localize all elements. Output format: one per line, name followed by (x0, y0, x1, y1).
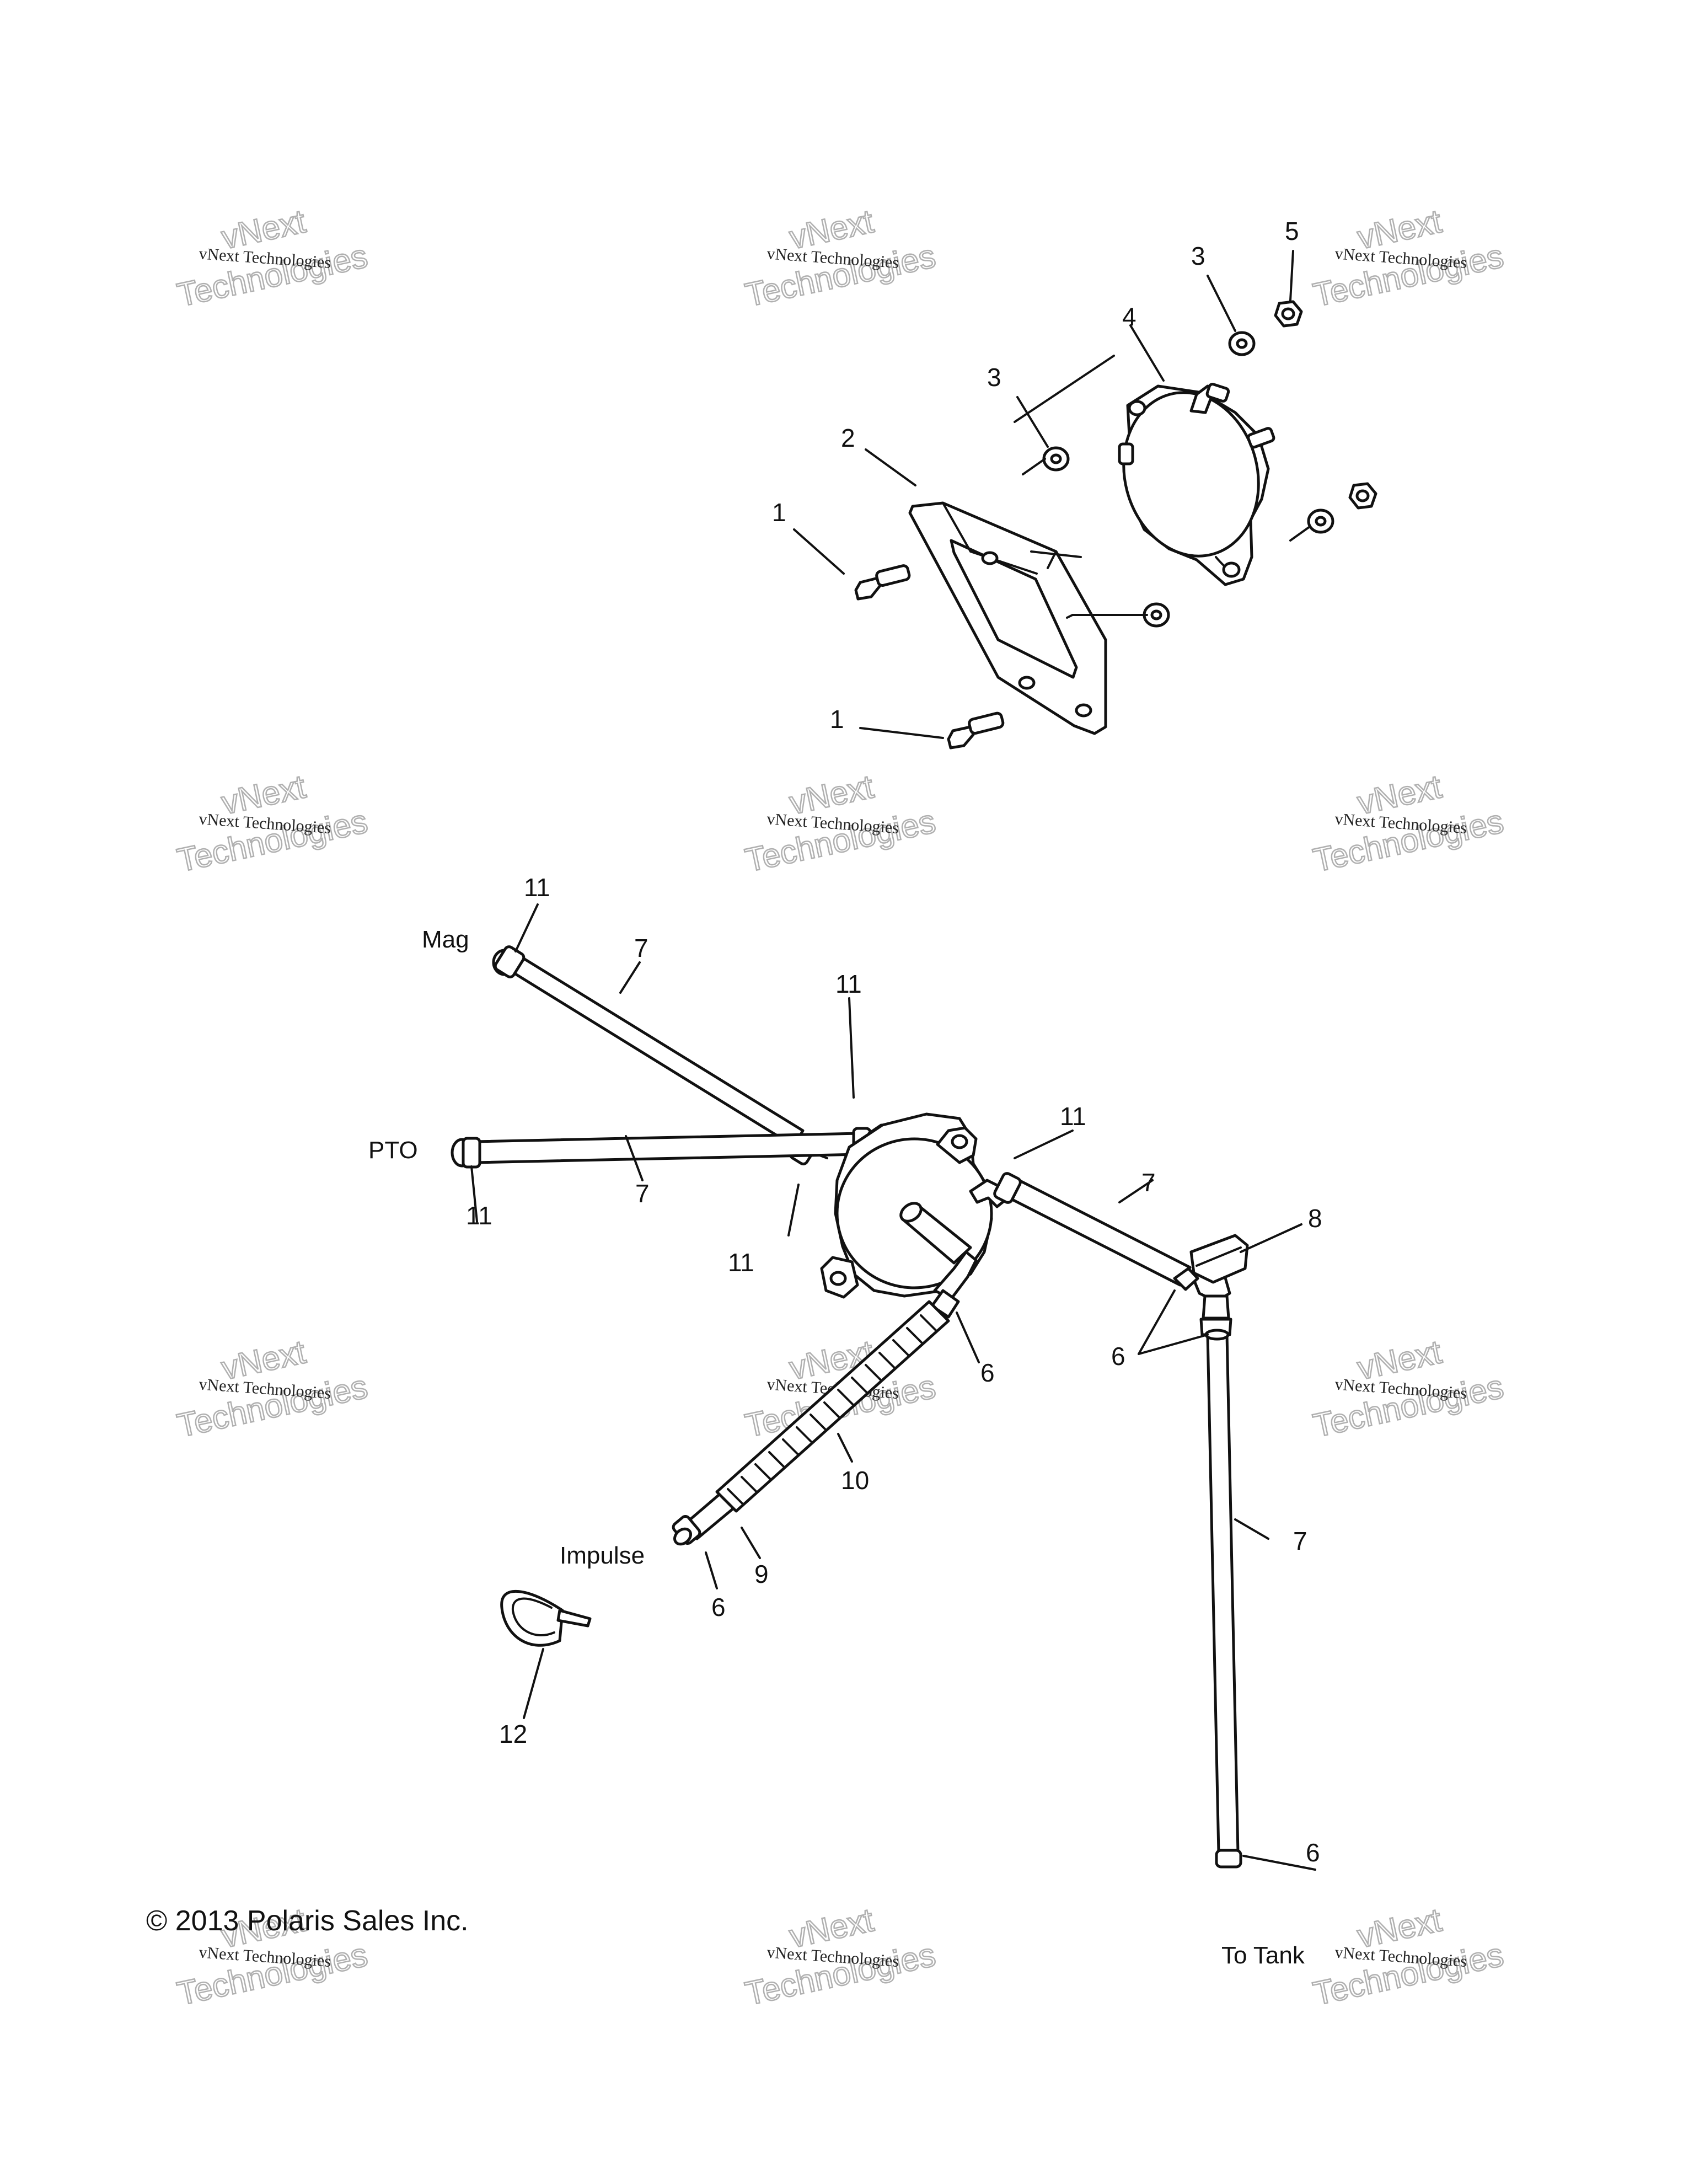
bolt[interactable] (854, 564, 911, 601)
fuel-shutoff-valve[interactable] (1173, 1234, 1249, 1336)
watermark: Technologies vNext vNext Technologies (173, 202, 371, 314)
nut[interactable] (1348, 482, 1377, 510)
tie-strap[interactable] (500, 1589, 592, 1647)
hose-spring[interactable] (715, 1300, 950, 1513)
callout-6: 6 (1306, 1838, 1320, 1867)
callout-6: 6 (1111, 1342, 1125, 1371)
callout-11: 11 (1060, 1102, 1086, 1131)
washer[interactable] (1042, 446, 1070, 472)
callout-10: 10 (841, 1466, 869, 1495)
label-pto: PTO (368, 1137, 418, 1164)
bracket-assembly (854, 300, 1377, 750)
callout-9: 9 (754, 1560, 769, 1588)
watermark: Technologies vNext vNext Technologies (1309, 767, 1507, 880)
callout-6: 6 (711, 1593, 726, 1621)
callout-1: 1 (772, 498, 786, 527)
watermark: Technologies vNext vNext Technologies (1309, 1901, 1507, 2013)
fuel-hose-to-filter[interactable] (993, 1172, 1192, 1287)
fuel-pump[interactable] (1106, 377, 1276, 586)
callout-7: 7 (635, 1179, 650, 1208)
watermark: Technologies vNext vNext Technologies (741, 767, 939, 880)
callout-11: 11 (466, 1201, 492, 1230)
nut[interactable] (1274, 300, 1303, 328)
fuel-hose-to-tank[interactable] (1204, 1329, 1242, 1869)
callout-11: 11 (524, 873, 550, 902)
watermark: Technologies vNext vNext Technologies (1309, 1332, 1507, 1445)
callout-7: 7 (634, 934, 648, 962)
callout-numbers: 1 1 2 3 3 4 5 11 7 11 11 7 11 11 7 8 6 6… (466, 217, 1322, 1867)
callout-8: 8 (1308, 1204, 1322, 1233)
hose-assembly (451, 945, 1249, 1869)
watermark: Technologies vNext vNext Technologies (741, 202, 939, 314)
watermark: Technologies vNext vNext Technologies (173, 767, 371, 880)
callout-11: 11 (728, 1248, 754, 1277)
bolt[interactable] (947, 711, 1005, 750)
callout-3: 3 (1191, 242, 1205, 270)
leader-lines (470, 250, 1316, 1871)
watermark: Technologies vNext vNext Technologies (741, 1901, 939, 2013)
callout-7: 7 (1293, 1527, 1307, 1555)
callout-6: 6 (980, 1358, 995, 1387)
callout-5: 5 (1285, 217, 1299, 245)
fuel-pump-installed[interactable] (820, 1112, 1010, 1299)
callout-4: 4 (1122, 302, 1137, 331)
mounting-bracket[interactable] (908, 501, 1107, 735)
label-impulse: Impulse (560, 1542, 645, 1569)
callout-2: 2 (841, 424, 855, 452)
watermark-layer: Technologies vNext vNext Technologies Te… (173, 202, 1507, 2013)
fuel-hose-pto[interactable] (451, 1123, 895, 1169)
callout-12: 12 (499, 1720, 527, 1748)
copyright-notice: © 2013 Polaris Sales Inc. (146, 1905, 469, 1937)
callout-11: 11 (835, 970, 862, 998)
callout-3: 3 (987, 363, 1001, 392)
label-to-tank: To Tank (1221, 1942, 1305, 1969)
washer[interactable] (1228, 331, 1256, 356)
hose-labels: Mag PTO Impulse To Tank (368, 926, 1305, 1969)
callout-7: 7 (1141, 1168, 1156, 1197)
label-mag: Mag (422, 926, 469, 953)
fuel-hose-mag[interactable] (492, 945, 828, 1166)
watermark: Technologies vNext vNext Technologies (1309, 202, 1507, 314)
callout-1: 1 (830, 705, 844, 734)
watermark: Technologies vNext vNext Technologies (173, 1332, 371, 1445)
washer[interactable] (1307, 508, 1334, 534)
